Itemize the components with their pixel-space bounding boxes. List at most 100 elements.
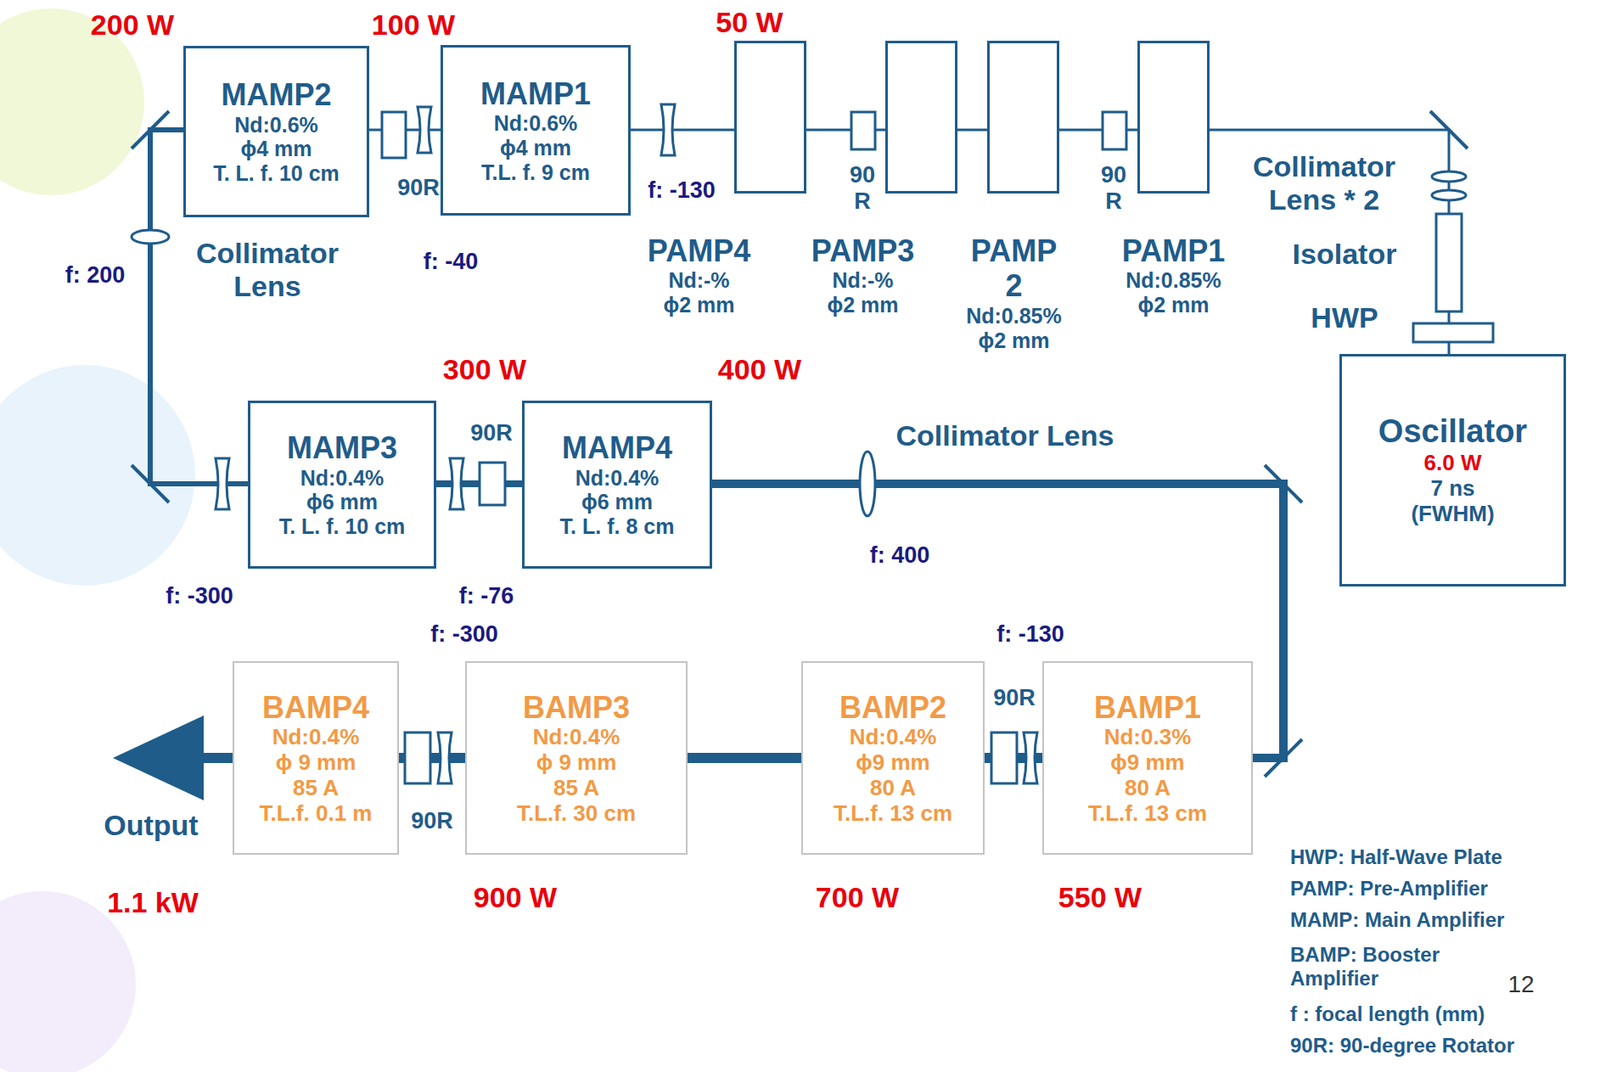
rotator-label: 90R [410, 808, 454, 835]
amplifier-caption: PAMP3Nd:-%ϕ2 mm [791, 233, 936, 318]
amplifier-spec: Nd:0.4% [255, 465, 429, 491]
amplifier-name: PAMP4 [627, 233, 772, 269]
focal-length: f: -130 [647, 177, 716, 204]
booster-amplifier: BAMP4Nd:0.4%ϕ 9 mm85 AT.L.f. 0.1 m [232, 661, 399, 855]
concave-lens [449, 458, 464, 510]
rotator [404, 732, 431, 784]
convex-lens [1431, 190, 1466, 201]
amplifier-spec: ϕ6 mm [529, 489, 705, 515]
beam-path [712, 483, 1284, 758]
amplifier-name: MAMP1 [448, 76, 624, 112]
amplifier-spec: Nd:-% [791, 268, 936, 293]
amplifier-spec: ϕ2 mm [942, 328, 1087, 354]
box-text: BAMP1Nd:0.3%ϕ9 mm80 AT.L.f. 13 cm [1044, 686, 1252, 831]
amplifier-spec: 85 A [471, 775, 681, 802]
rotator-label: 90R [993, 684, 1036, 712]
balloon-decor [0, 364, 196, 586]
amplifier-caption: PAMP1Nd:0.85%ϕ2 mm [1101, 233, 1247, 318]
output-arrow [112, 715, 234, 801]
amplifier-spec: T.L.f. 30 cm [471, 801, 681, 827]
amplifier-spec: ϕ 9 mm [239, 750, 393, 776]
amplifier-spec: Nd:0.3% [1049, 724, 1247, 751]
focal-length: f: -300 [430, 621, 499, 648]
lens-label: Collimator Lens [174, 236, 361, 304]
pre-amplifier: PAMP3Nd:-%ϕ2 mm [885, 40, 958, 194]
amplifier-spec: ϕ6 mm [255, 489, 429, 515]
legend-note: MAMP: Main Amplifier [1290, 908, 1505, 932]
convex-lens [1431, 171, 1466, 182]
half-wave-plate [1413, 323, 1494, 343]
amplifier-spec: T. L. f. 10 cm [255, 514, 429, 539]
amplifier-name: BAMP2 [808, 690, 978, 725]
mirror [131, 111, 169, 149]
amplifier-spec: ϕ9 mm [1049, 750, 1247, 776]
amplifier-spec: ϕ9 mm [808, 750, 978, 776]
concave-lens [215, 458, 230, 510]
power-value: 100 W [371, 8, 455, 42]
power-value: 400 W [718, 353, 802, 387]
rotator-label: 90R [470, 420, 513, 447]
box-text: MAMP4Nd:0.4%ϕ6 mmT. L. f. 8 cm [524, 426, 710, 543]
box-text: MAMP1Nd:0.6%ϕ4 mmT.L. f. 9 cm [443, 72, 629, 189]
output-label: Output [103, 808, 198, 843]
amplifier-spec: ϕ2 mm [791, 292, 936, 318]
booster-amplifier: BAMP2Nd:0.4%ϕ9 mm80 AT.L.f. 13 cm [801, 661, 985, 855]
amplifier-name: PAMP 2 [967, 233, 1062, 304]
isolator [1436, 213, 1462, 312]
rotator-label: 90 R [1096, 162, 1131, 215]
amplifier-spec: Nd:0.6% [190, 112, 362, 138]
mirror [1264, 739, 1303, 777]
pre-amplifier: PAMP 2Nd:0.85%ϕ2 mm [987, 40, 1060, 194]
power-value: 200 W [90, 8, 175, 42]
box-text: MAMP3Nd:0.4%ϕ6 mmT. L. f. 10 cm [250, 426, 434, 543]
legend-note: HWP: Half-Wave Plate [1290, 845, 1503, 870]
rotator-label: 90R [397, 174, 440, 202]
amplifier-spec: Nd:-% [627, 268, 772, 293]
amplifier-caption: PAMP4Nd:-%ϕ2 mm [627, 233, 772, 318]
main-amplifier: MAMP3Nd:0.4%ϕ6 mmT. L. f. 10 cm [247, 400, 437, 569]
legend-note: BAMP: Booster Amplifier [1290, 943, 1473, 990]
box-text: BAMP4Nd:0.4%ϕ 9 mm85 AT.L.f. 0.1 m [234, 686, 398, 831]
amplifier-spec: T.L.f. 0.1 m [239, 801, 393, 827]
focal-length: f: -300 [165, 583, 234, 610]
power-value: 50 W [715, 5, 783, 40]
amplifier-spec: Nd:0.4% [239, 724, 393, 751]
amplifier-spec: 80 A [1049, 775, 1247, 802]
amplifier-name: PAMP3 [791, 233, 936, 269]
amplifier-spec: Nd:0.6% [448, 111, 624, 136]
concave-lens [437, 732, 452, 784]
legend-note: PAMP: Pre-Amplifier [1290, 876, 1488, 901]
amplifier-name: MAMP4 [529, 430, 705, 466]
amplifier-name: Oscillator [1347, 413, 1559, 451]
box-text: BAMP2Nd:0.4%ϕ9 mm80 AT.L.f. 13 cm [802, 686, 983, 831]
legend-note: f : focal length (mm) [1290, 1002, 1485, 1027]
lens-label: Collimator Lens * 2 [1226, 150, 1422, 217]
page-number: 12 [1507, 971, 1534, 999]
mirror [1430, 111, 1468, 149]
convex-lens [859, 451, 876, 517]
oscillator-box: Oscillator6.0 W7 ns (FWHM) [1339, 353, 1567, 587]
amplifier-name: BAMP4 [239, 690, 393, 725]
amplifier-spec: T. L. f. 8 cm [529, 514, 705, 539]
amplifier-spec: T. L. f. 10 cm [190, 161, 362, 186]
box-text: Oscillator6.0 W7 ns (FWHM) [1341, 409, 1564, 530]
power-value: 550 W [1058, 881, 1142, 915]
mirror [131, 465, 169, 503]
amplifier-spec: ϕ4 mm [448, 135, 624, 161]
beam-path [957, 129, 988, 132]
rotator [991, 732, 1017, 784]
lens-label: Collimator Lens [896, 419, 1115, 453]
pre-amplifier: PAMP4Nd:-%ϕ2 mm [734, 40, 807, 194]
box-text: BAMP3Nd:0.4%ϕ 9 mm85 AT.L.f. 30 cm [466, 686, 686, 831]
main-amplifier: MAMP2Nd:0.6%ϕ4 mmT. L. f. 10 cm [183, 45, 370, 218]
focal-length: f: -76 [459, 583, 515, 610]
mirror [1264, 465, 1303, 503]
amplifier-spec: T.L.f. 13 cm [1049, 801, 1247, 827]
main-amplifier: MAMP4Nd:0.4%ϕ6 mmT. L. f. 8 cm [522, 400, 713, 569]
amplifier-spec: Nd:0.4% [529, 465, 705, 491]
rotator-label: 90 R [845, 162, 880, 215]
power-value: 900 W [473, 881, 557, 915]
concave-lens [417, 106, 432, 153]
amplifier-name: BAMP1 [1049, 690, 1247, 725]
focal-length: f: 400 [870, 542, 931, 569]
